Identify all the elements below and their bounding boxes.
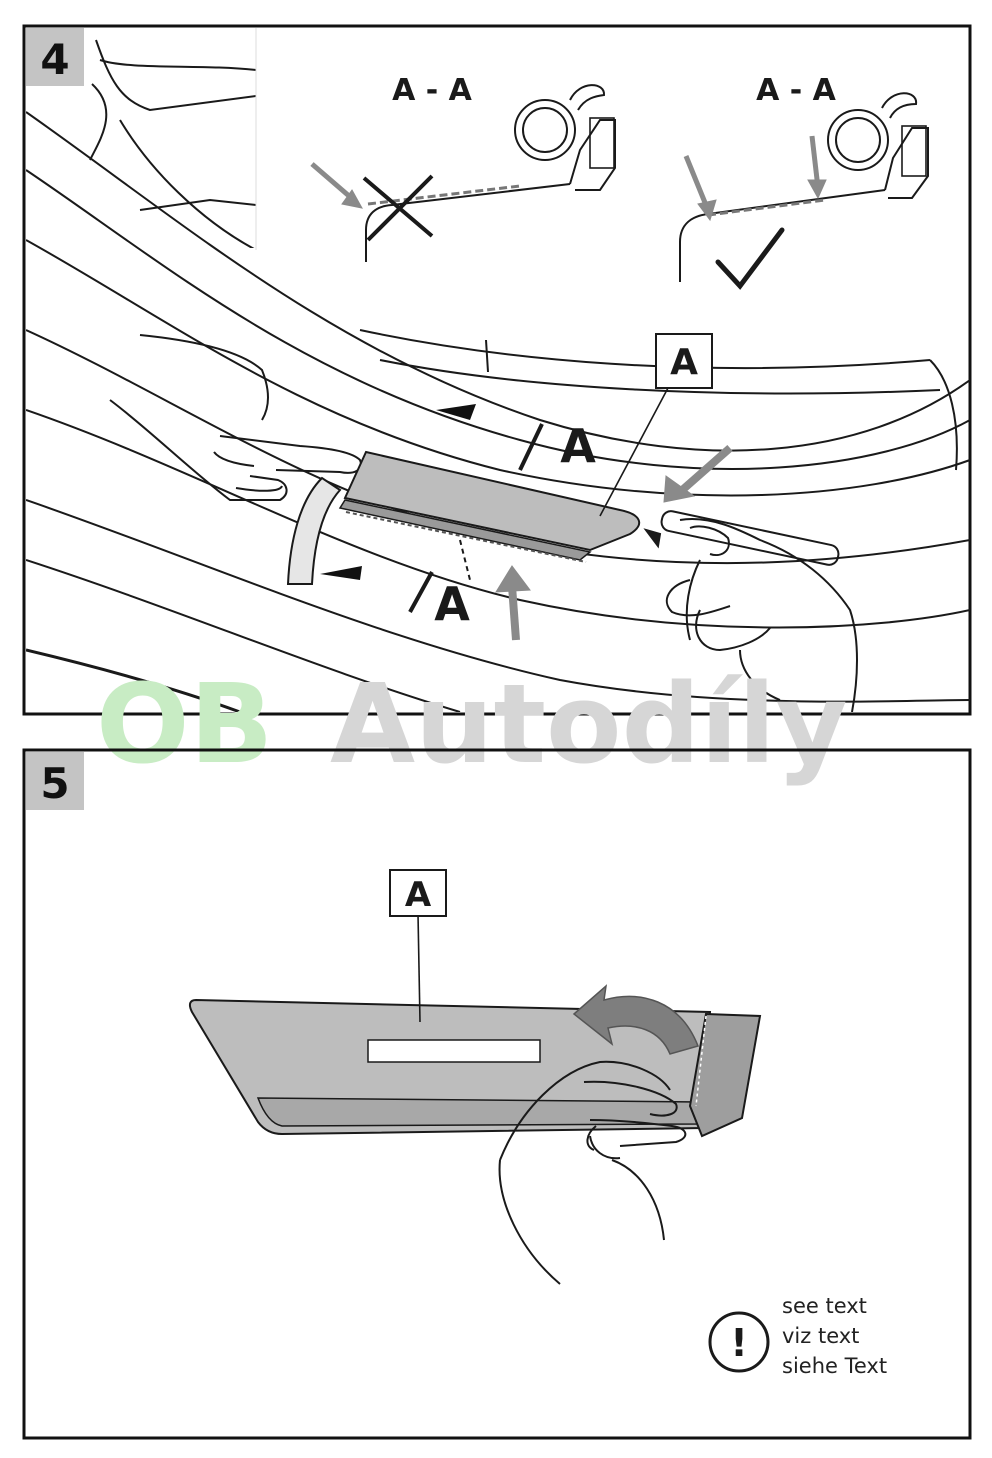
tape-strip <box>286 476 342 585</box>
cut-label-lower: A <box>434 577 470 631</box>
panel-4-frame <box>22 24 972 716</box>
note-line-1: see text <box>782 1294 867 1318</box>
arrow-black-upper <box>436 404 476 420</box>
panel-step-4: 4 <box>22 24 972 716</box>
panel-5-frame <box>22 748 972 1440</box>
part-label-box-bottom <box>389 869 447 917</box>
watermark-autodily: Autodíly <box>330 660 847 788</box>
note-line-3: siehe Text <box>782 1354 887 1378</box>
info-note-icon <box>708 1311 770 1373</box>
leader-line-a-bottom <box>417 913 421 1023</box>
section-right-detail <box>679 92 929 290</box>
step-4-number: 4 <box>40 35 69 84</box>
sill-trim-part <box>343 450 641 552</box>
cut-line-lower <box>408 571 434 613</box>
step-5-number: 5 <box>40 759 69 808</box>
left-hand-illustration <box>109 334 362 501</box>
watermark: OB Autodíly <box>96 660 847 788</box>
note-line-2: viz text <box>782 1324 859 1348</box>
part-label-box-top <box>655 333 713 389</box>
trim-logo-strip <box>367 1039 541 1063</box>
section-label-right: A - A <box>756 73 837 108</box>
protective-film-peeled <box>688 1012 762 1138</box>
info-note-glyph: ! <box>730 1321 747 1365</box>
watermark-ob: OB <box>96 660 273 788</box>
direction-arrows <box>310 135 827 641</box>
door-edge-inset <box>89 39 256 248</box>
section-wrong-detail <box>362 84 616 262</box>
right-hand-illustration <box>643 510 858 712</box>
step-4-badge <box>26 28 84 86</box>
part-label-bottom: A <box>405 875 432 915</box>
leader-line-a <box>599 387 669 517</box>
step-5-badge <box>26 752 84 810</box>
cut-label-upper: A <box>560 419 596 473</box>
part-label-top: A <box>670 342 698 383</box>
panel-step-5: 5 A ! see text viz text siehe Text <box>22 748 972 1440</box>
arrow-black-lower <box>320 566 362 580</box>
hand-peeling-illustration <box>498 1060 687 1285</box>
section-label-wrong: A - A <box>392 73 473 108</box>
peel-direction-arrow <box>572 984 699 1055</box>
cut-line-upper <box>518 423 544 471</box>
